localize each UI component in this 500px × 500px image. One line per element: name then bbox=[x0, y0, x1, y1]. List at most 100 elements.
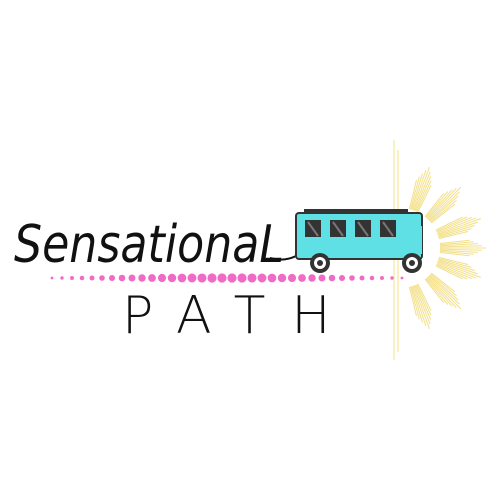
divider-dot bbox=[328, 274, 336, 282]
sun-ray bbox=[408, 286, 417, 317]
divider-dot bbox=[390, 276, 394, 280]
sun-ray bbox=[438, 228, 472, 238]
divider-dot bbox=[380, 276, 384, 280]
sun-icon bbox=[393, 140, 486, 360]
sun-ray bbox=[439, 250, 474, 255]
divider-dot bbox=[70, 276, 74, 280]
sun-ray bbox=[438, 231, 469, 240]
sun-ray bbox=[439, 252, 470, 257]
sun-ray bbox=[430, 273, 457, 297]
sun-ray bbox=[438, 259, 475, 271]
sun-ray bbox=[413, 285, 430, 329]
sun-ray bbox=[439, 248, 483, 251]
divider-dot bbox=[118, 274, 126, 282]
sun-ray bbox=[439, 243, 478, 247]
divider-dot bbox=[207, 273, 217, 283]
divider-dot bbox=[247, 273, 257, 283]
divider-dot bbox=[138, 274, 146, 282]
sun-ray bbox=[426, 277, 453, 307]
divider-dot bbox=[298, 274, 306, 282]
sun-ray bbox=[437, 262, 477, 279]
sun-ray bbox=[435, 216, 463, 231]
sun-ray bbox=[437, 218, 481, 235]
divider-dot bbox=[237, 273, 247, 283]
sun-ray bbox=[436, 263, 472, 280]
sun-ray bbox=[425, 278, 449, 305]
sun-ray bbox=[417, 185, 432, 213]
divider-dot bbox=[257, 273, 267, 283]
sun-ray bbox=[436, 216, 468, 232]
divider-dot bbox=[197, 273, 207, 283]
sun-ray bbox=[410, 286, 420, 320]
sun-ray bbox=[428, 191, 460, 221]
divider-dot bbox=[89, 275, 95, 281]
divider-dot bbox=[217, 273, 227, 283]
divider-dot bbox=[287, 273, 297, 283]
sun-ray bbox=[414, 171, 431, 211]
sun-ray bbox=[438, 256, 469, 265]
divider-dot bbox=[338, 274, 346, 282]
sun-ray bbox=[410, 176, 420, 210]
sun-ray bbox=[427, 275, 462, 310]
sun-ray bbox=[437, 217, 477, 234]
sun-ray bbox=[414, 285, 431, 325]
bus-icon bbox=[295, 209, 423, 273]
sun-ray bbox=[438, 225, 475, 237]
divider-dot bbox=[99, 275, 105, 281]
divider-dot bbox=[157, 273, 167, 283]
divider-dot bbox=[267, 273, 277, 283]
sun-ray bbox=[430, 199, 457, 223]
divider-dot bbox=[277, 273, 287, 283]
sun-ray bbox=[436, 216, 472, 233]
divider-dot bbox=[227, 273, 237, 283]
divider-dot bbox=[177, 273, 187, 283]
sun-ray bbox=[427, 276, 457, 308]
sun-ray bbox=[438, 258, 472, 268]
sun-ray bbox=[412, 285, 427, 326]
sun-ray bbox=[437, 221, 478, 236]
sun-ray bbox=[439, 249, 478, 253]
sun-ray bbox=[427, 186, 462, 221]
divider-dot bbox=[308, 274, 316, 282]
sun-ray bbox=[408, 179, 417, 210]
divider-dot bbox=[50, 276, 54, 280]
sun-ray bbox=[429, 274, 459, 301]
logo-word-sensational: SensationaL bbox=[14, 215, 284, 275]
sun-ray bbox=[428, 275, 460, 305]
sun-ray bbox=[430, 272, 456, 293]
divider-dot bbox=[128, 274, 136, 282]
divider-dot bbox=[167, 273, 177, 283]
sun-ray bbox=[439, 239, 470, 244]
divider-dot bbox=[369, 275, 375, 281]
sun-ray bbox=[439, 241, 474, 246]
sun-ray bbox=[415, 176, 432, 212]
divider-dot bbox=[187, 273, 197, 283]
divider-dot bbox=[318, 274, 326, 282]
sun-ray bbox=[415, 284, 432, 320]
sun-ray bbox=[412, 170, 427, 211]
divider-dot bbox=[148, 274, 156, 282]
divider-dot bbox=[108, 274, 116, 282]
sun-ray bbox=[435, 265, 463, 280]
sun-ray bbox=[439, 245, 483, 248]
sun-ray bbox=[426, 189, 453, 219]
sun-ray bbox=[416, 180, 432, 212]
divider-dot bbox=[400, 276, 404, 280]
sun-ray bbox=[424, 278, 445, 304]
divider-dot bbox=[359, 275, 365, 281]
divider-dot bbox=[349, 275, 355, 281]
sun-ray bbox=[436, 264, 468, 280]
sun-ray bbox=[416, 284, 432, 316]
divider-dot bbox=[79, 275, 85, 281]
dotted-divider bbox=[50, 273, 404, 283]
sun-ray bbox=[417, 283, 432, 311]
sun-ray bbox=[411, 286, 423, 323]
sun-ray bbox=[437, 261, 481, 278]
sun-ray bbox=[425, 191, 449, 218]
sun-ray bbox=[413, 167, 430, 211]
sun-ray bbox=[427, 188, 457, 220]
sun-ray bbox=[429, 195, 459, 222]
logo-word-path: PATH bbox=[122, 286, 357, 346]
sun-ray bbox=[437, 260, 478, 275]
